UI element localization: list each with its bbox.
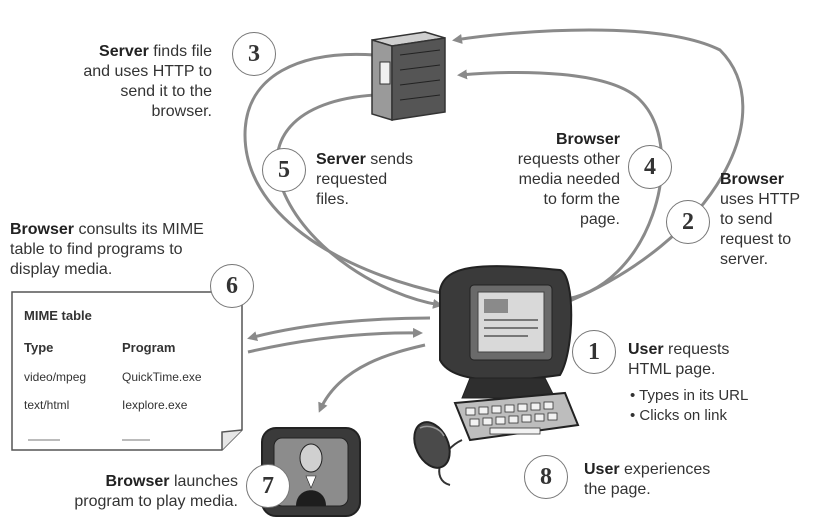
arrow-from-mime-table	[247, 327, 423, 354]
step-4-number: 4	[628, 145, 672, 189]
step-7-label: Browser launches program to play media.	[74, 473, 238, 510]
desktop-computer-icon	[439, 265, 573, 399]
step-3-label: Server finds file and uses HTTP to send …	[83, 43, 212, 120]
step-1-label: User requests HTML page.	[628, 341, 730, 378]
arrow-server-sends-file	[243, 52, 453, 299]
step-6-label: Browser consults its MIME table to find …	[10, 221, 204, 278]
keyboard-icon	[453, 391, 580, 442]
step-1-number: 1	[572, 330, 616, 374]
mouse-icon	[413, 421, 463, 486]
step-4-label: Browser requests other media needed to f…	[517, 131, 620, 228]
step-8-label: User experiences the page.	[584, 461, 711, 498]
mime-row-2-type: text/html	[24, 398, 70, 412]
bullet-link: • Clicks on link	[630, 407, 727, 424]
flow-arrows	[243, 28, 745, 413]
mime-row-1-program: QuickTime.exe	[122, 370, 202, 384]
arrow-to-mime-table	[247, 316, 431, 342]
bullet-url: • Types in its URL	[630, 387, 749, 404]
mime-header-program: Program	[122, 340, 176, 355]
step-8-number: 8	[524, 455, 568, 499]
step-2-number: 2	[666, 200, 710, 244]
step-7-number: 7	[246, 464, 290, 508]
mime-row-2-program: Iexplore.exe	[122, 398, 188, 412]
arrow-to-media-player	[318, 343, 426, 413]
step-5-number: 5	[262, 148, 306, 192]
step-3-number: 3	[232, 32, 276, 76]
mime-table-card	[11, 291, 243, 451]
step-6-number: 6	[210, 264, 254, 308]
arrow-server-sends-files	[275, 93, 443, 309]
mime-table-title: MIME table	[24, 308, 92, 323]
mime-header-type: Type	[24, 340, 54, 355]
step-2-label: Browser uses HTTP to send request to ser…	[720, 171, 801, 268]
arrow-other-requests	[457, 69, 664, 302]
step-1-bullets: • Types in its URL • Clicks on link	[630, 386, 810, 426]
server-tower-icon	[371, 31, 446, 122]
step-5-label: Server sends requested files.	[316, 151, 413, 208]
mime-row-1-type: video/mpeg	[24, 370, 87, 384]
